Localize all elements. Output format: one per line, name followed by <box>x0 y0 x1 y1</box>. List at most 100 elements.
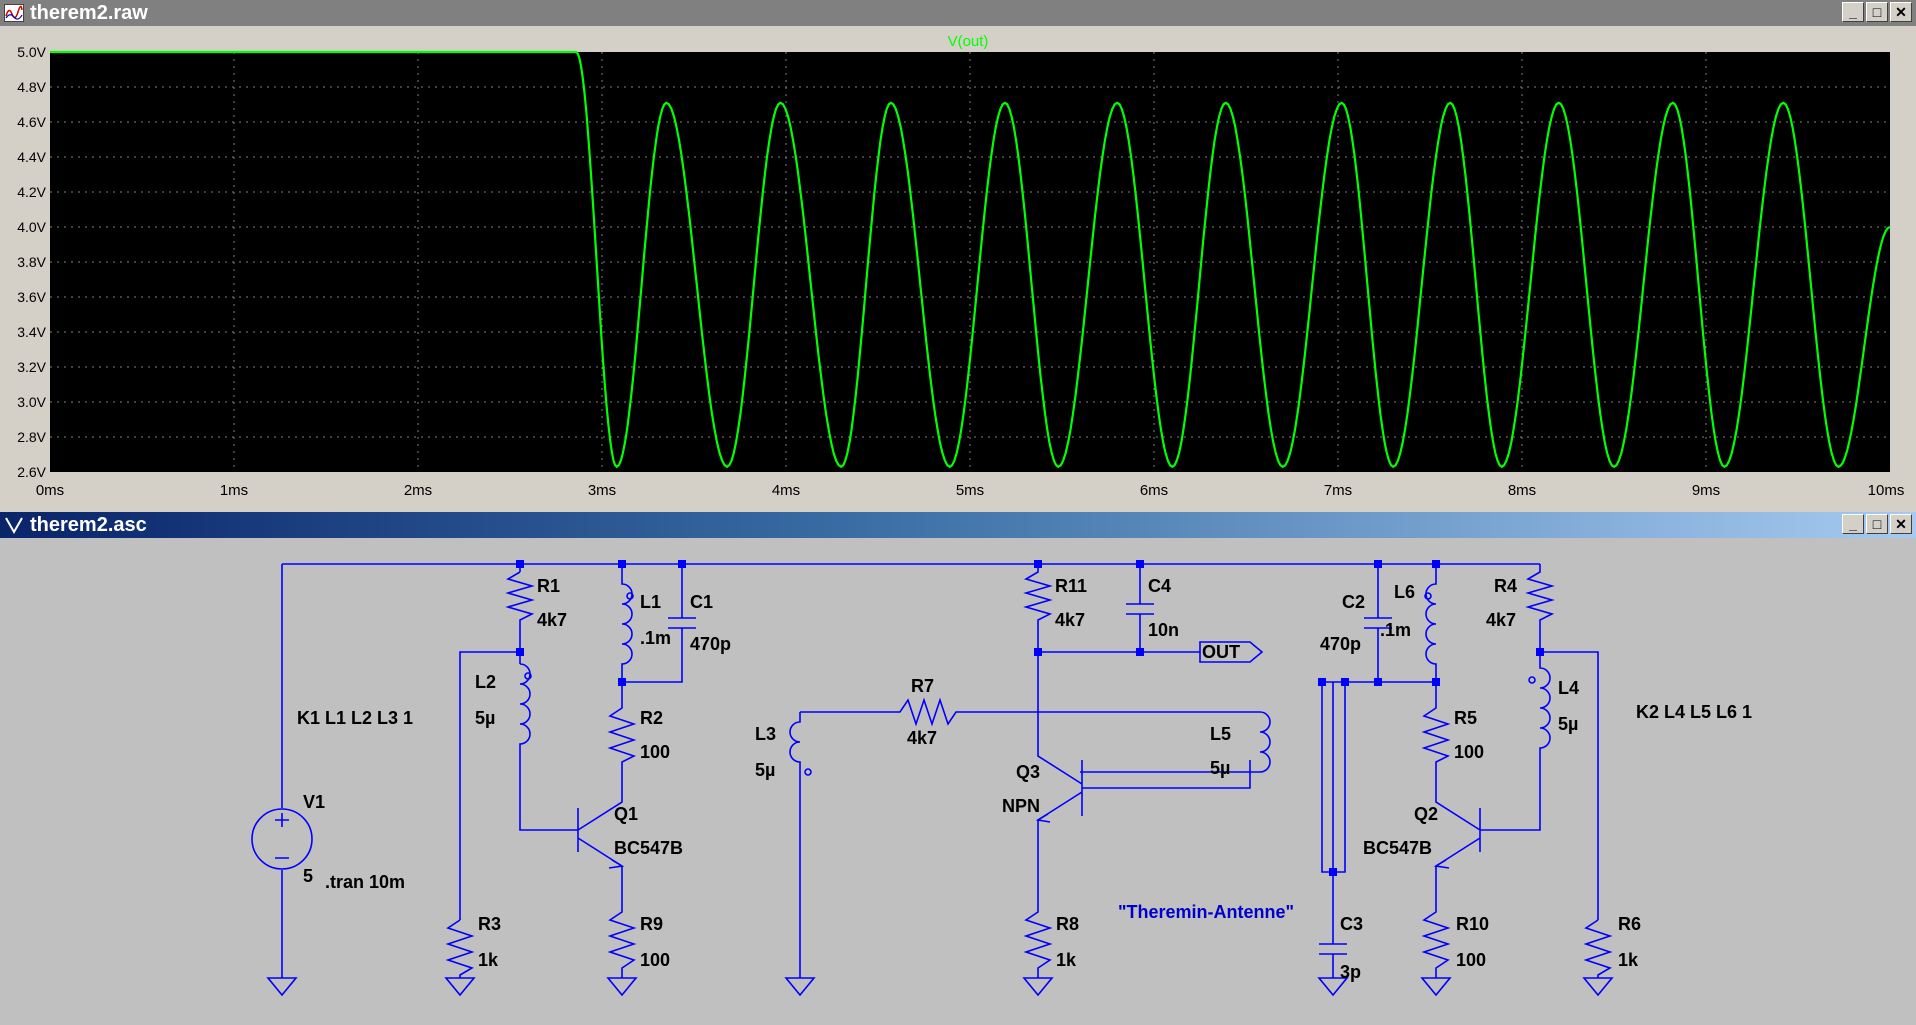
label-l6[interactable]: L6 <box>1394 582 1415 602</box>
close-button[interactable]: ✕ <box>1890 514 1912 534</box>
y-tick-label: 5.0V <box>17 44 46 60</box>
maximize-button[interactable]: □ <box>1866 2 1888 22</box>
label-r1[interactable]: R1 <box>537 576 560 596</box>
label-r3[interactable]: R3 <box>478 914 501 934</box>
label-r6[interactable]: R6 <box>1618 914 1641 934</box>
label-l4[interactable]: L4 <box>1558 678 1579 698</box>
label-l5-value[interactable]: 5µ <box>1210 758 1230 778</box>
y-tick-label: 4.0V <box>17 219 46 235</box>
label-l2[interactable]: L2 <box>475 672 496 692</box>
label-r2[interactable]: R2 <box>640 708 663 728</box>
x-tick-label: 1ms <box>220 482 248 499</box>
y-tick-label: 4.6V <box>17 114 46 130</box>
label-q3[interactable]: Q3 <box>1016 762 1040 782</box>
label-c1-value[interactable]: 470p <box>690 634 731 654</box>
label-r3-value[interactable]: 1k <box>478 950 499 970</box>
label-l4-value[interactable]: 5µ <box>1558 714 1578 734</box>
close-button[interactable]: ✕ <box>1890 2 1912 22</box>
label-l5[interactable]: L5 <box>1210 724 1231 744</box>
label-r7-value[interactable]: 4k7 <box>907 728 937 748</box>
label-r10-value[interactable]: 100 <box>1456 950 1486 970</box>
x-tick-label: 6ms <box>1140 482 1168 499</box>
y-tick-label: 4.8V <box>17 79 46 95</box>
out-net-label[interactable]: OUT <box>1202 642 1240 662</box>
y-tick-label: 3.8V <box>17 254 46 270</box>
label-q3-value[interactable]: NPN <box>1002 796 1040 816</box>
maximize-button[interactable]: □ <box>1866 514 1888 534</box>
label-r8[interactable]: R8 <box>1056 914 1079 934</box>
label-c3[interactable]: C3 <box>1340 914 1363 934</box>
x-tick-label: 7ms <box>1324 482 1352 499</box>
label-r11-value[interactable]: 4k7 <box>1055 610 1085 630</box>
minimize-button[interactable]: _ <box>1842 2 1864 22</box>
label-k1[interactable]: K1 L1 L2 L3 1 <box>297 708 413 728</box>
label-c1[interactable]: C1 <box>690 592 713 612</box>
trace-label[interactable]: V(out) <box>948 33 989 50</box>
schematic-background <box>0 538 1916 1025</box>
y-tick-label: 2.8V <box>17 429 46 445</box>
schematic-icon <box>5 517 23 534</box>
y-tick-label: 3.6V <box>17 289 46 305</box>
label-c4[interactable]: C4 <box>1148 576 1171 596</box>
x-tick-label: 5ms <box>956 482 984 499</box>
label-r7[interactable]: R7 <box>911 676 934 696</box>
label-q2-value[interactable]: BC547B <box>1363 838 1432 858</box>
x-tick-label: 8ms <box>1508 482 1536 499</box>
label-c2-value[interactable]: 470p <box>1320 634 1361 654</box>
schematic-window-title: therem2.asc <box>30 514 147 536</box>
schematic-canvas[interactable]: R1 4k7 L1 .1m C1 470p L2 5µ K1 L1 L2 L3 … <box>0 538 1916 1025</box>
label-r5[interactable]: R5 <box>1454 708 1477 728</box>
label-q2[interactable]: Q2 <box>1414 804 1438 824</box>
x-tick-label: 3ms <box>588 482 616 499</box>
label-r5-value[interactable]: 100 <box>1454 742 1484 762</box>
label-c4-value[interactable]: 10n <box>1148 620 1179 640</box>
minimize-button[interactable]: _ <box>1842 514 1864 534</box>
label-r11[interactable]: R11 <box>1055 576 1087 596</box>
label-l6-value[interactable]: .1m <box>1380 620 1411 640</box>
label-l2-value[interactable]: 5µ <box>475 708 495 728</box>
waveform-icon <box>4 4 24 22</box>
label-r6-value[interactable]: 1k <box>1618 950 1639 970</box>
y-tick-label: 3.0V <box>17 394 46 410</box>
schematic-window: therem2.asc _ □ ✕ <box>0 512 1916 1025</box>
label-v1-value[interactable]: 5 <box>303 866 313 886</box>
x-tick-label: 4ms <box>772 482 800 499</box>
y-tick-label: 3.4V <box>17 324 46 340</box>
label-k2[interactable]: K2 L4 L5 L6 1 <box>1636 702 1752 722</box>
y-tick-label: 3.2V <box>17 359 46 375</box>
label-r9[interactable]: R9 <box>640 914 663 934</box>
label-r8-value[interactable]: 1k <box>1056 950 1077 970</box>
label-c3-value[interactable]: 3p <box>1340 962 1361 982</box>
label-c2[interactable]: C2 <box>1342 592 1365 612</box>
x-tick-label: 10ms <box>1868 482 1905 499</box>
component-labels: R1 4k7 L1 .1m C1 470p L2 5µ K1 L1 L2 L3 … <box>297 576 1752 982</box>
label-l3-value[interactable]: 5µ <box>755 760 775 780</box>
label-q1-value[interactable]: BC547B <box>614 838 683 858</box>
vout-trace[interactable] <box>50 50 1891 469</box>
waveform-plot[interactable]: 5.0V 4.8V 4.6V 4.4V 4.2V 4.0V 3.8V 3.6V 3.4V 3.2V… <box>0 26 1916 510</box>
tran-directive[interactable]: .tran 10m <box>325 872 405 892</box>
x-tick-label: 2ms <box>404 482 432 499</box>
y-tick-label: 4.2V <box>17 184 46 200</box>
label-r9-value[interactable]: 100 <box>640 950 670 970</box>
label-r1-value[interactable]: 4k7 <box>537 610 567 630</box>
label-l3[interactable]: L3 <box>755 724 776 744</box>
label-v1[interactable]: V1 <box>303 792 325 812</box>
schematic-junctions <box>516 560 1544 876</box>
y-tick-label: 2.6V <box>17 464 46 480</box>
antenna-comment[interactable]: "Theremin-Antenne" <box>1118 902 1294 922</box>
plot-window-title: therem2.raw <box>30 2 148 24</box>
label-q1[interactable]: Q1 <box>614 804 638 824</box>
label-r10[interactable]: R10 <box>1456 914 1489 934</box>
label-l1[interactable]: L1 <box>640 592 661 612</box>
plot-grid <box>50 52 1890 472</box>
plot-window-titlebar[interactable]: therem2.raw _ □ ✕ <box>0 0 1916 26</box>
label-r4-value[interactable]: 4k7 <box>1486 610 1516 630</box>
y-tick-labels: 5.0V 4.8V 4.6V 4.4V 4.2V 4.0V 3.8V 3.6V 3.4V 3.2V… <box>17 44 46 480</box>
label-r2-value[interactable]: 100 <box>640 742 670 762</box>
schematic-window-titlebar[interactable]: therem2.asc _ □ ✕ <box>0 512 1916 538</box>
label-l1-value[interactable]: .1m <box>640 628 671 648</box>
y-tick-label: 4.4V <box>17 149 46 165</box>
label-r4[interactable]: R4 <box>1494 576 1517 596</box>
